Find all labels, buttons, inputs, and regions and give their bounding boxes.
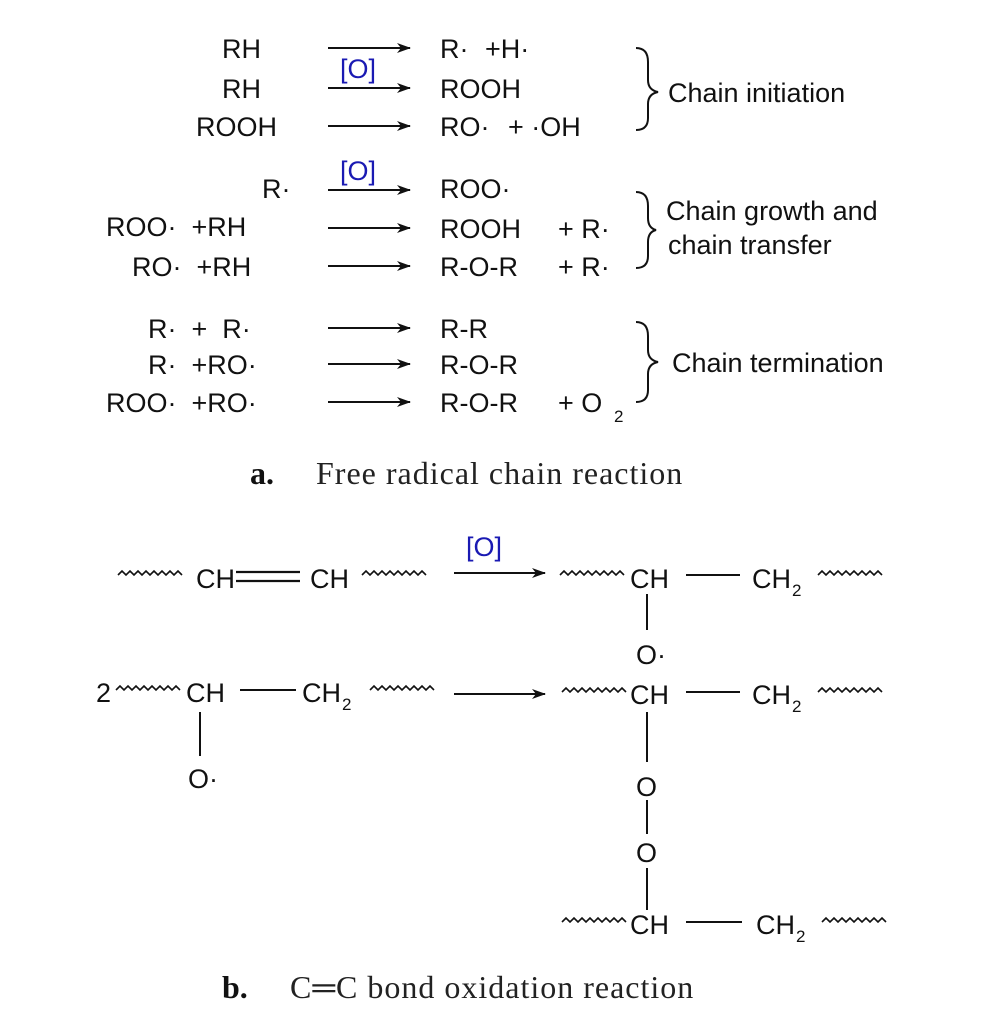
wavy-bond: [561, 686, 627, 694]
growth-2-reactant: ROO· +RH: [106, 212, 246, 242]
term-3-product: R-O-R: [440, 388, 518, 418]
product1-ch2: CH: [752, 564, 791, 594]
peroxide-oxygen-1: O: [636, 772, 657, 802]
panel-b: CH-CH2 with O· --> CH CH [O] CH CH 2 O· …: [96, 532, 887, 1005]
brace-icon: [635, 321, 659, 403]
oxidant-label: [O]: [340, 54, 376, 84]
wavy-bond: [561, 916, 627, 924]
term-1-product: R-R: [440, 314, 488, 344]
wavy-bond: [817, 686, 883, 694]
init-3-product: RO·: [440, 112, 490, 142]
panel-a: RH R· +H· RH [O] ROOH ROOH RO· + ·OH Cha…: [106, 34, 884, 491]
product2-top-ch2: CH: [752, 680, 791, 710]
term-2-reactant: R· +RO·: [148, 350, 257, 380]
oxidant-label: [O]: [466, 532, 502, 562]
init-1-reactant: RH: [222, 34, 261, 64]
wavy-bond: [559, 569, 625, 577]
o2-subscript: 2: [614, 407, 623, 426]
reactant2-ch2-sub: 2: [342, 695, 351, 714]
growth-3-product: R-O-R: [440, 252, 518, 282]
growth-1-product: ROO·: [440, 174, 511, 204]
growth-label-line2: chain transfer: [668, 230, 832, 260]
peroxide-oxygen-2: O: [636, 838, 657, 868]
initiation-label: Chain initiation: [668, 78, 845, 108]
coefficient: 2: [96, 678, 111, 708]
init-3-reactant: ROOH: [196, 112, 277, 142]
brace-icon: [635, 47, 659, 131]
growth-group: R· [O] ROO· ROO· +RH ROOH + R· RO· +RH R…: [106, 156, 878, 282]
brace-icon: [635, 191, 657, 269]
product2-bottom-ch2-sub: 2: [796, 927, 805, 946]
wavy-bond: [369, 684, 435, 692]
init-2-product: ROOH: [440, 74, 521, 104]
product2-top-ch: CH: [630, 680, 669, 710]
product1-ch: CH: [630, 564, 669, 594]
growth-1-reactant: R·: [262, 174, 291, 204]
growth-2-product: ROOH: [440, 214, 521, 244]
oxidant-label: [O]: [340, 156, 376, 186]
wavy-bond: [117, 569, 183, 577]
growth-label-line1: Chain growth and: [666, 196, 878, 226]
product2-bottom-ch2: CH: [756, 910, 795, 940]
caption-b-letter: b.: [222, 969, 248, 1005]
initiation-group: RH R· +H· RH [O] ROOH ROOH RO· + ·OH Cha…: [196, 34, 845, 142]
reactant2-ch2: CH: [302, 678, 341, 708]
product2-top-ch2-sub: 2: [792, 697, 801, 716]
reactant-ch-left: CH: [196, 564, 235, 594]
term-3-second: + O: [558, 388, 602, 418]
init-1-second: +H·: [485, 34, 529, 64]
init-1-product: R·: [440, 34, 469, 64]
reactant-ch-right: CH: [310, 564, 349, 594]
growth-3-second: + R·: [558, 252, 610, 282]
growth-2-second: + R·: [558, 214, 610, 244]
term-1-reactant: R· + R·: [148, 314, 251, 344]
caption-a-letter: a.: [250, 455, 274, 491]
term-2-product: R-O-R: [440, 350, 518, 380]
reactant2-ch: CH: [186, 678, 225, 708]
caption-b-text: C═C bond oxidation reaction: [290, 969, 694, 1005]
term-3-reactant: ROO· +RO·: [106, 388, 257, 418]
wavy-bond: [817, 569, 883, 577]
product1-ch2-sub: 2: [792, 581, 801, 600]
wavy-bond: [821, 916, 887, 924]
wavy-bond: [361, 569, 427, 577]
termination-label: Chain termination: [672, 348, 884, 378]
caption-a-text: Free radical chain reaction: [316, 455, 683, 491]
termination-group: R· + R· R-R R· +RO· R-O-R ROO· +RO· R-O-…: [106, 314, 884, 426]
init-3-second: + ·OH: [508, 112, 581, 142]
reactant2-oxy-radical: O·: [188, 764, 218, 794]
product1-oxy-radical: O·: [636, 640, 666, 670]
wavy-bond: [115, 684, 181, 692]
product2-bottom-ch: CH: [630, 910, 669, 940]
growth-3-reactant: RO· +RH: [132, 252, 251, 282]
init-2-reactant: RH: [222, 74, 261, 104]
